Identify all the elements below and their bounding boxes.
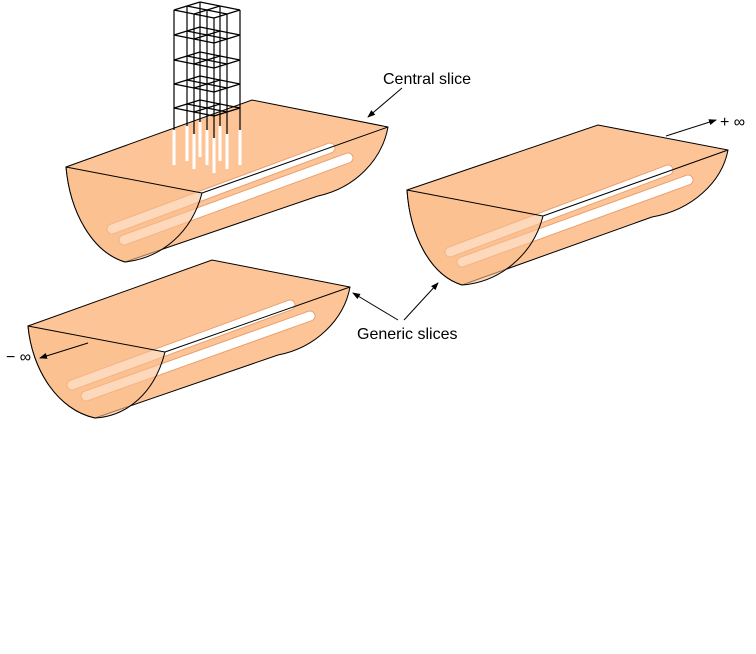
generic-slice-right bbox=[406, 124, 729, 286]
central-slice-label: Central slice bbox=[383, 71, 471, 88]
beam bbox=[213, 83, 241, 93]
generic-arrow-left bbox=[352, 292, 399, 321]
beam bbox=[193, 30, 221, 40]
beam bbox=[193, 5, 221, 15]
beam bbox=[213, 59, 241, 69]
beam bbox=[213, 34, 241, 44]
beam bbox=[193, 103, 221, 113]
generic-slice-left bbox=[27, 259, 351, 419]
central-slice-arrow bbox=[367, 87, 403, 118]
beam bbox=[199, 1, 241, 11]
beam bbox=[199, 51, 241, 61]
generic-slices-label: Generic slices bbox=[357, 326, 457, 343]
generic-arrow-right bbox=[403, 282, 439, 321]
plus-infinity-arrow bbox=[665, 119, 717, 137]
beam bbox=[193, 79, 221, 89]
minus-infinity-arrow bbox=[39, 342, 89, 359]
beam bbox=[213, 107, 241, 117]
beam bbox=[199, 99, 241, 109]
minus-infinity-label: − ∞ bbox=[6, 349, 31, 366]
plus-infinity-label: + ∞ bbox=[720, 114, 745, 131]
central-slice bbox=[65, 1, 389, 263]
beam bbox=[199, 26, 241, 36]
beam bbox=[213, 9, 241, 19]
beam bbox=[193, 55, 221, 65]
pile-foundation-building bbox=[172, 1, 242, 173]
beam bbox=[199, 75, 241, 85]
